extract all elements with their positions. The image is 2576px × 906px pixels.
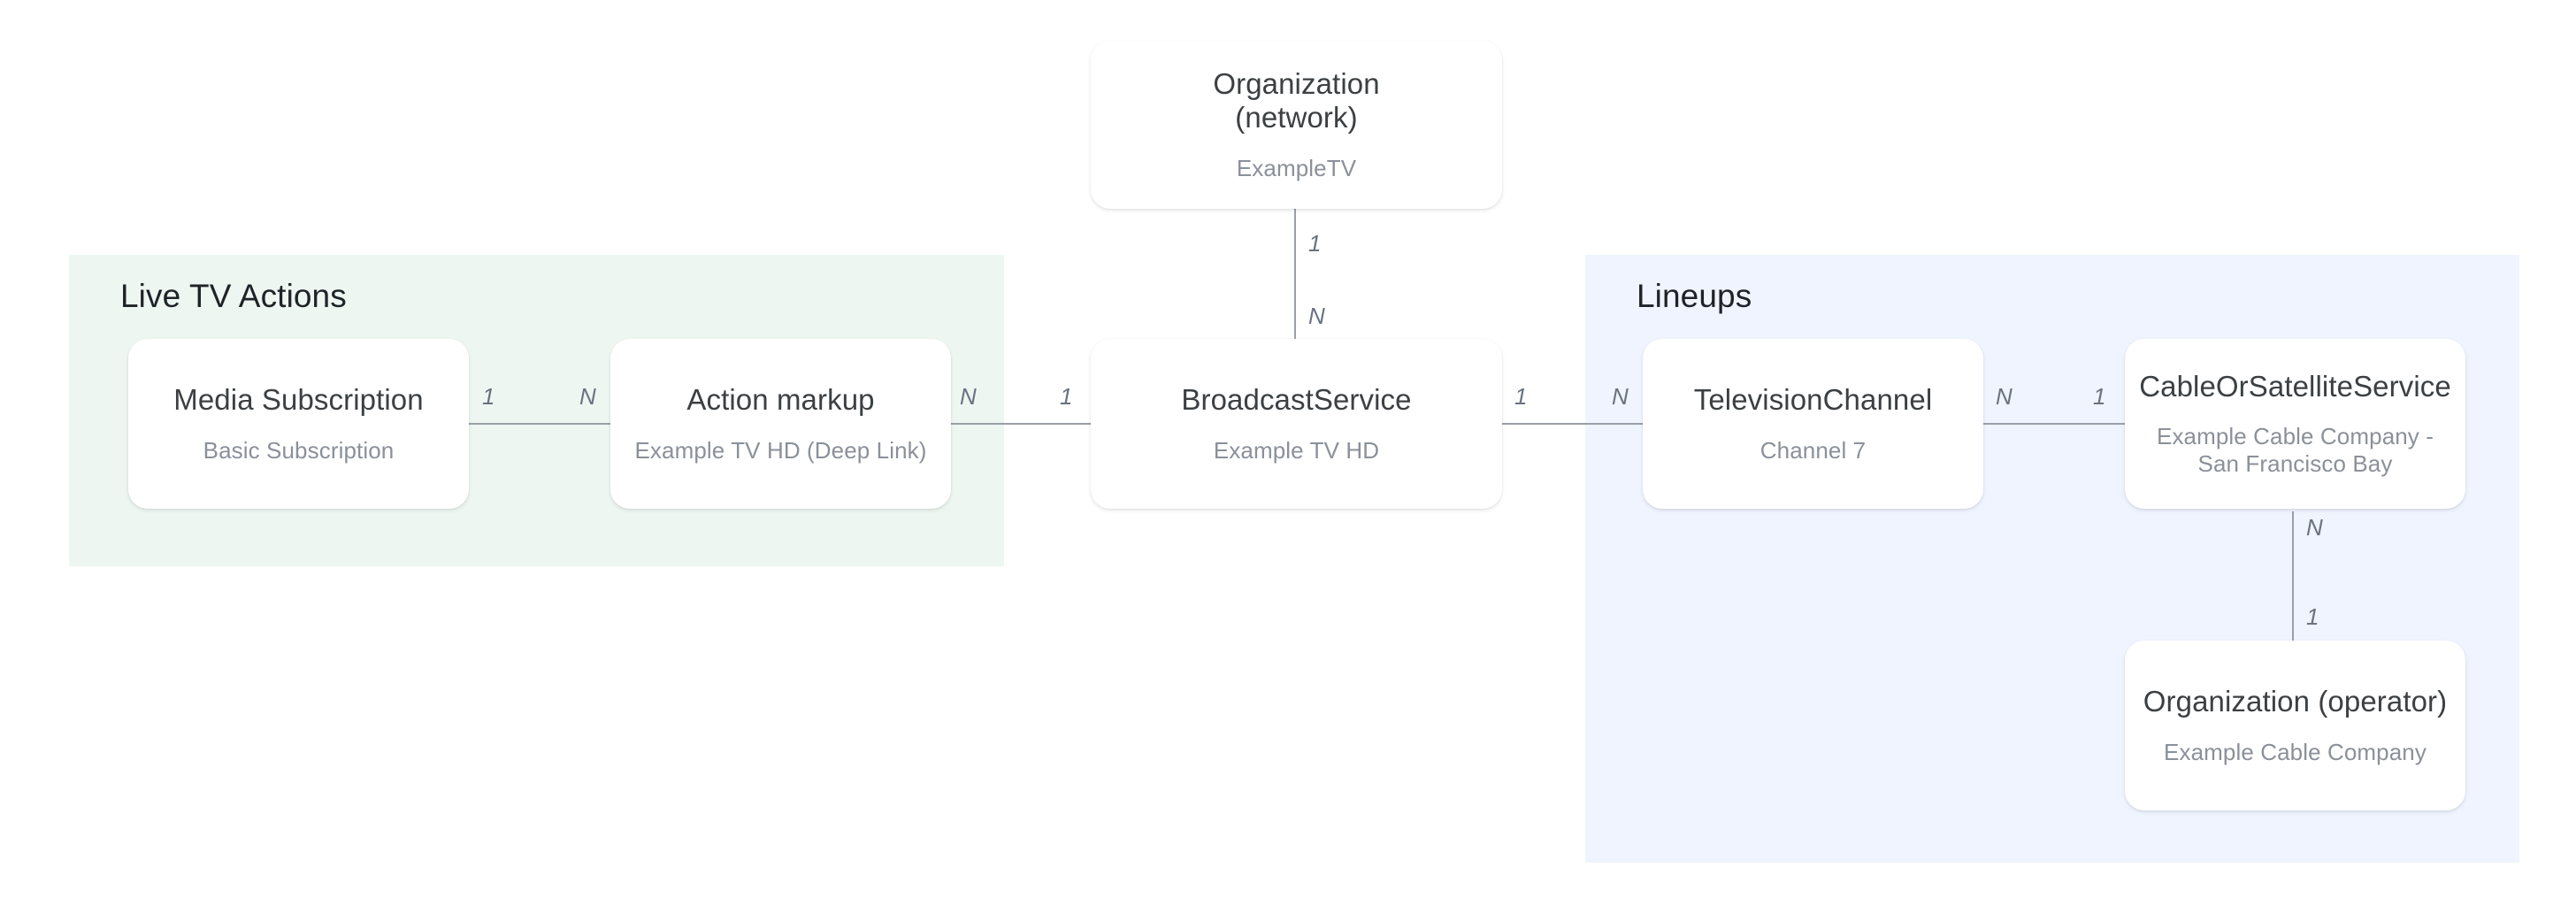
edge-label-org-network-source: 1 [1308,230,1322,257]
edge-label-broadcast-service-source: 1 [1514,383,1528,410]
node-cable-or-satellite-service-subtitle: Example Cable Company - San Francisco Ba… [2157,422,2434,478]
edge-label-cable-or-satellite-source: N [2306,514,2323,541]
edge-action-markup-broadcast-service [941,423,1092,425]
node-cable-or-satellite-service-title: CableOrSatelliteService [2139,369,2451,403]
node-television-channel-subtitle: Channel 7 [1760,436,1867,464]
node-organization-operator-subtitle: Example Cable Company [2164,738,2426,765]
edge-broadcast-service-television-channel [1495,423,1656,425]
node-media-subscription[interactable]: Media Subscription Basic Subscription [128,339,469,509]
edge-label-org-network-target: N [1308,303,1325,329]
edge-media-subscription-action-markup [460,423,619,425]
edge-label-television-channel-target: 1 [2093,383,2106,410]
edge-television-channel-cable-or-satellite [1974,423,2134,425]
edge-label-television-channel-source: N [1996,383,2012,410]
group-lineups-title: Lineups [1637,278,1752,314]
node-media-subscription-subtitle: Basic Subscription [203,436,395,464]
node-broadcast-service-title: BroadcastService [1181,383,1412,417]
node-organization-operator[interactable]: Organization (operator) Example Cable Co… [2125,641,2465,810]
node-cable-or-satellite-service[interactable]: CableOrSatelliteService Example Cable Co… [2125,339,2465,509]
node-broadcast-service-subtitle: Example TV HD [1213,436,1380,464]
group-live-tv-actions-title: Live TV Actions [120,278,347,314]
node-media-subscription-title: Media Subscription [173,383,424,417]
edge-label-action-markup-source: N [960,383,977,410]
edge-label-media-subscription-target: N [579,383,596,410]
node-action-markup[interactable]: Action markup Example TV HD (Deep Link) [610,339,951,509]
node-action-markup-subtitle: Example TV HD (Deep Link) [634,436,927,464]
node-organization-network[interactable]: Organization (network) ExampleTV [1091,41,1502,209]
node-television-channel-title: TelevisionChannel [1693,383,1933,417]
edge-label-media-subscription-source: 1 [482,383,495,410]
node-organization-operator-title: Organization (operator) [2143,685,2448,718]
node-television-channel[interactable]: TelevisionChannel Channel 7 [1643,339,1983,509]
edge-cable-or-satellite-organization-operator [2292,511,2294,642]
edge-label-action-markup-target: 1 [1060,383,1073,410]
node-organization-network-subtitle: ExampleTV [1236,154,1357,181]
edge-organization-network-broadcast-service [1294,208,1296,341]
node-action-markup-title: Action markup [686,383,875,417]
edge-label-cable-or-satellite-target: 1 [2306,603,2319,630]
edge-label-broadcast-service-target: N [1612,383,1629,410]
node-organization-network-title: Organization (network) [1213,67,1380,134]
node-broadcast-service[interactable]: BroadcastService Example TV HD [1091,339,1502,509]
